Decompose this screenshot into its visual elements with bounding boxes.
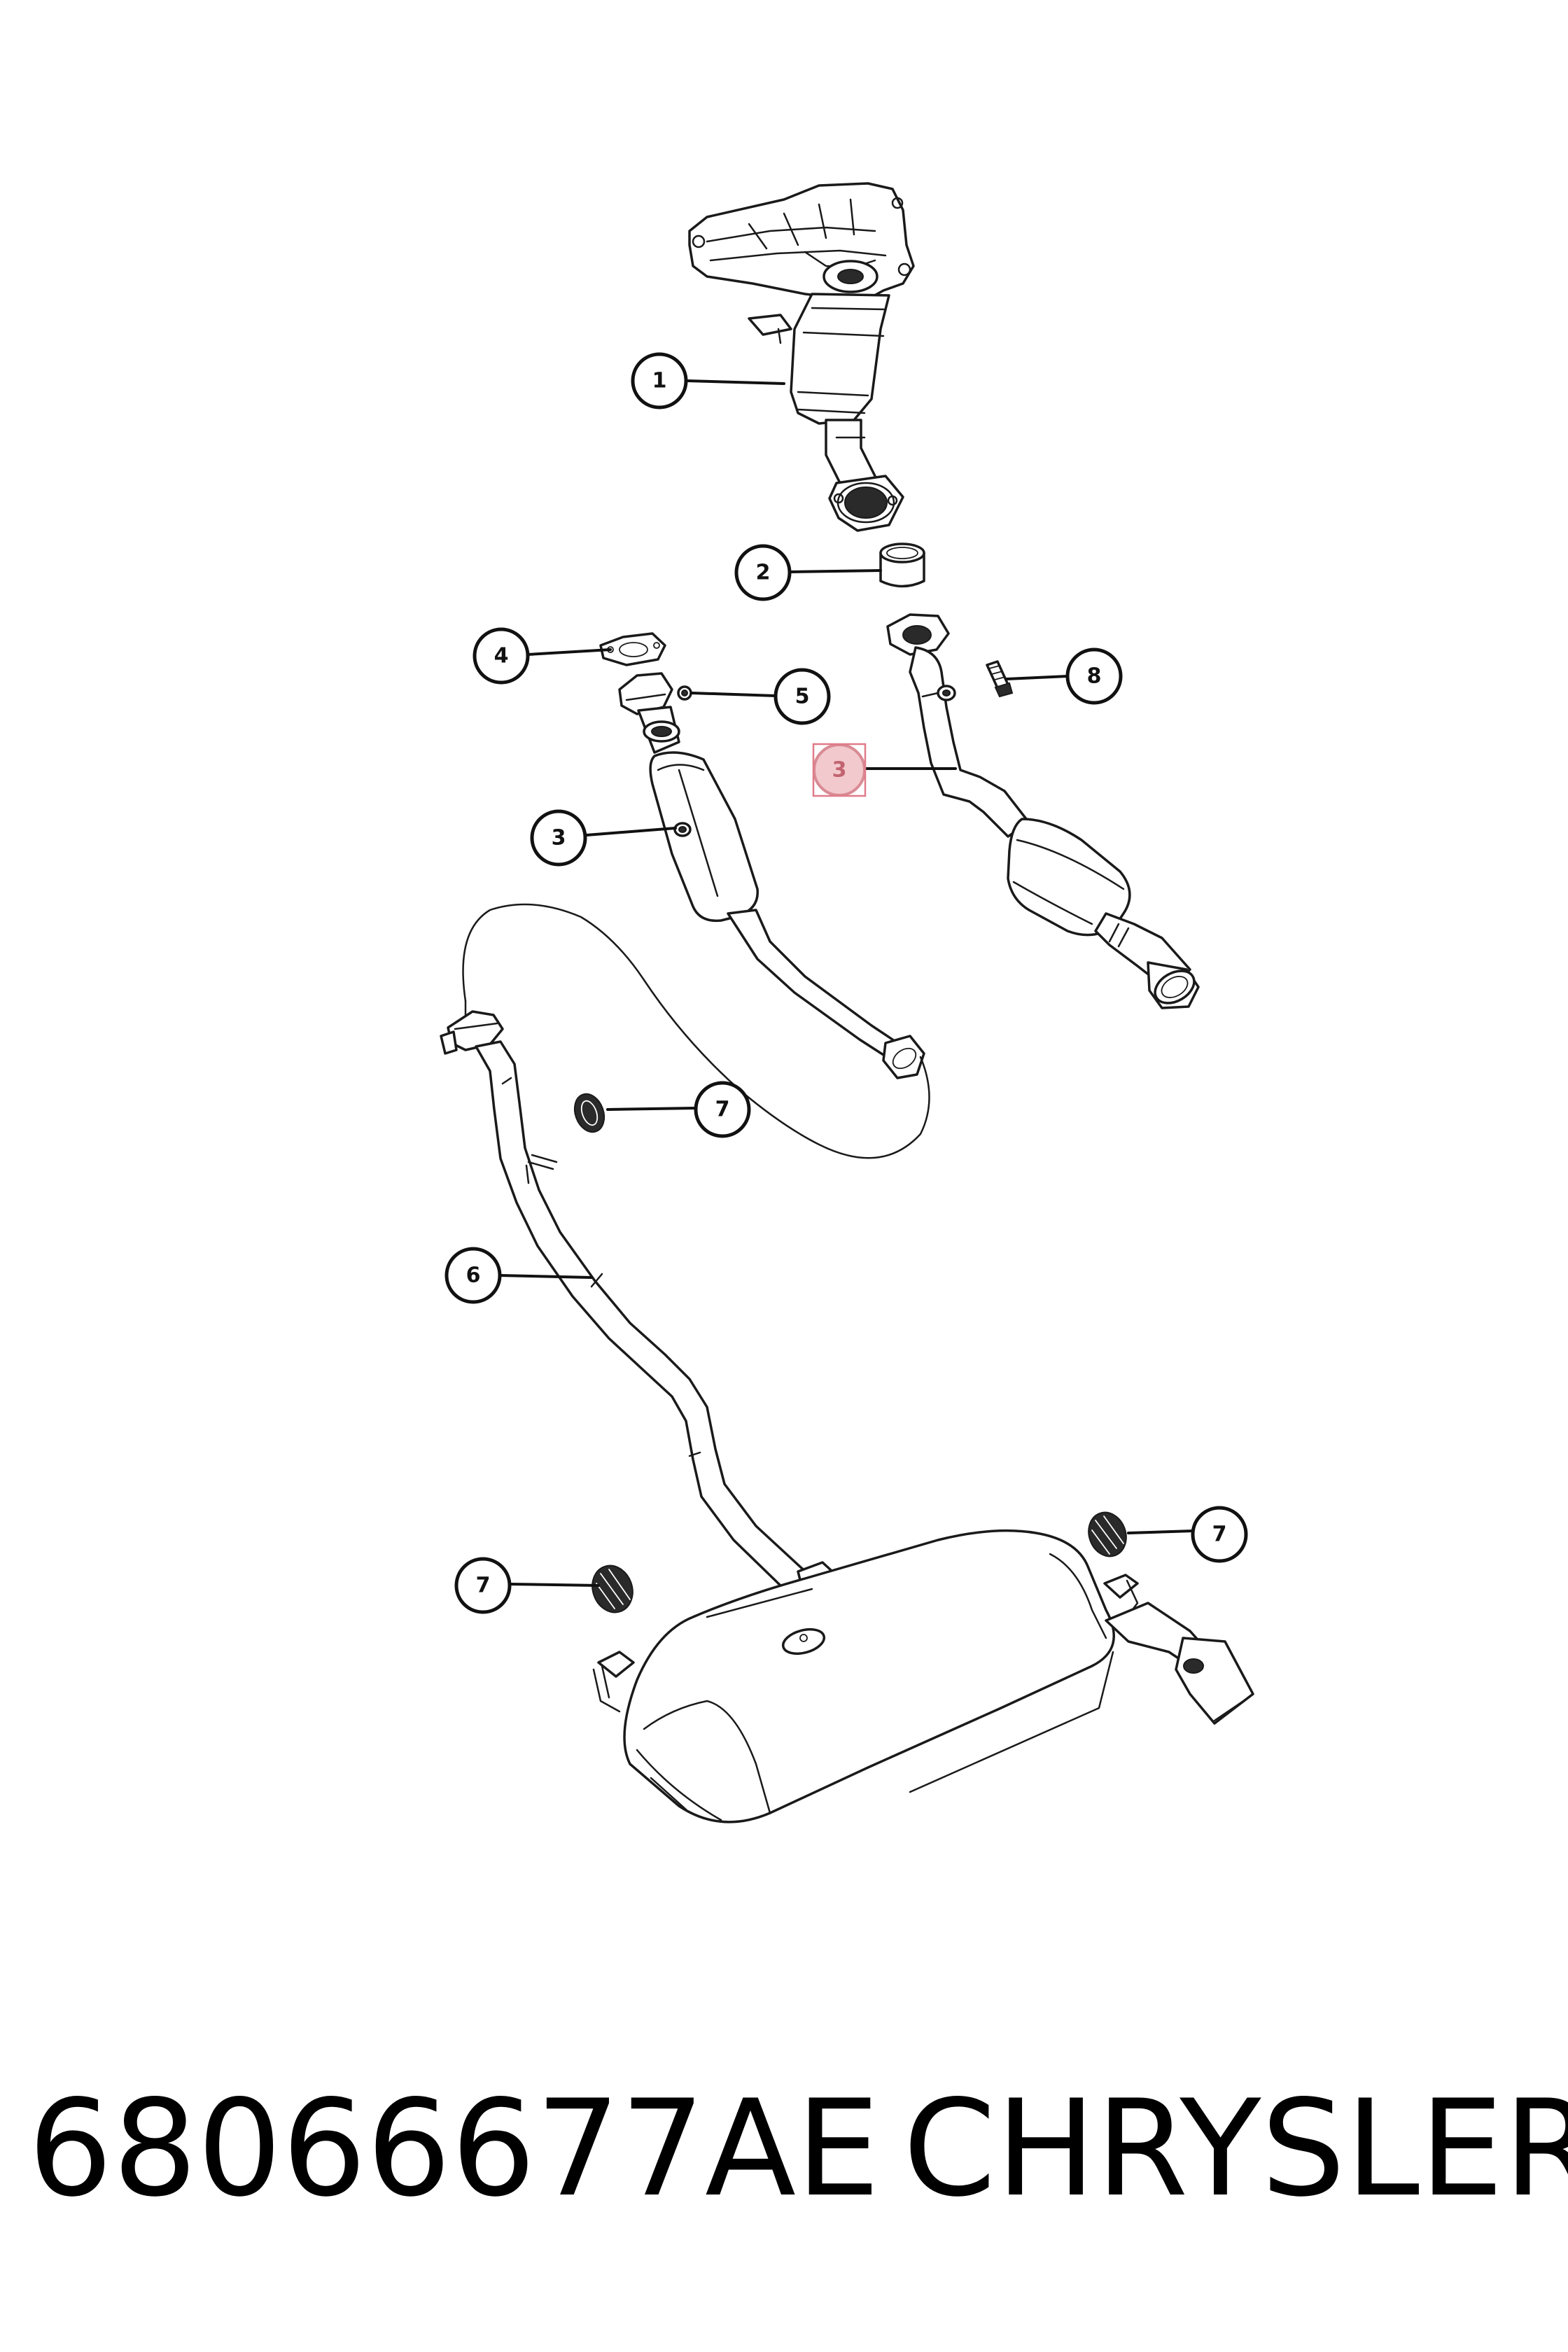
isolator-lower-right: [1088, 1511, 1127, 1558]
svg-text:5: 5: [795, 685, 810, 709]
svg-text:7: 7: [1212, 1522, 1227, 1547]
callout-5: 5: [774, 668, 831, 725]
hanger-wire-loop: [462, 903, 930, 1159]
callout-1: 1: [631, 352, 688, 410]
svg-text:7: 7: [476, 1574, 491, 1598]
brand-name: CHRYSLER: [903, 2071, 1568, 2226]
callout-7-lower-left: 7: [454, 1557, 512, 1614]
callout-7-upper: 7: [694, 1081, 751, 1138]
front-pipe-with-converter: [886, 613, 1200, 1009]
svg-text:4: 4: [494, 644, 509, 668]
svg-text:3: 3: [552, 826, 566, 850]
intermediate-pipe-resonator: [618, 672, 925, 1079]
callout-7-lower-right: 7: [1191, 1506, 1248, 1563]
callout-3: 3: [530, 809, 587, 867]
stud-fastener: [986, 660, 1014, 698]
svg-text:8: 8: [1087, 664, 1102, 689]
callout-6: 6: [444, 1247, 502, 1304]
callout-4: 4: [472, 627, 530, 685]
callout-3-highlighted: 3: [812, 743, 867, 797]
exhaust-manifold-converter: [688, 182, 915, 532]
part-number: 68066677AE: [28, 2071, 881, 2226]
svg-text:2: 2: [756, 561, 771, 585]
svg-text:7: 7: [715, 1098, 730, 1122]
isolator-lower-left: [592, 1564, 634, 1614]
callout-2: 2: [734, 544, 792, 601]
svg-text:6: 6: [466, 1264, 481, 1288]
flange-gasket: [599, 632, 666, 666]
svg-text:3: 3: [832, 758, 847, 783]
rear-pipe-muffler: [440, 1010, 1254, 1823]
flange-nut: [677, 685, 692, 701]
svg-text:1: 1: [652, 369, 667, 393]
exhaust-gasket-ring: [879, 542, 925, 588]
leader-lines: [498, 379, 1194, 1587]
isolator-upper: [573, 1093, 606, 1133]
callout-8: 8: [1065, 648, 1123, 705]
